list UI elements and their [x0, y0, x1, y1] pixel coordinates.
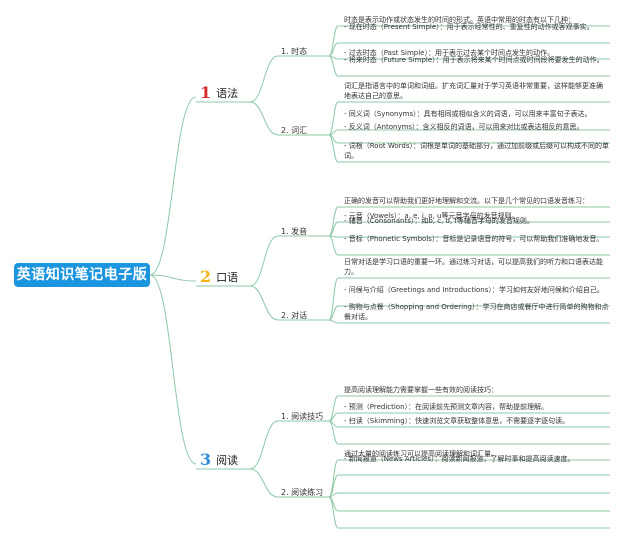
detail-text: - 辅音（Consonants）：如b, c, d, f等辅音字母的发音规则。	[344, 217, 534, 225]
detail-text: - 扫读（Skimming）：快速浏览文章获取整体意思，不需要逐字逐句读。	[344, 417, 570, 425]
branch-label: 口语	[216, 271, 239, 284]
branch-number-icon: 3	[200, 450, 212, 469]
branch-label: 语法	[216, 87, 239, 100]
branch-number-icon: 1	[200, 83, 212, 102]
connector-line	[149, 274, 197, 465]
connector-line	[328, 420, 339, 445]
detail-text: 通过大量的阅读练习可以提高阅读理解和词汇量。	[344, 450, 498, 458]
sub-topic[interactable]: 2. 阅读练习	[281, 488, 324, 497]
connector-line	[328, 496, 339, 529]
detail-text: 日常对话是学习口语的重要一环。通过练习对话，可以提高我们的听力和口语表达能力。	[344, 258, 603, 276]
branch-number-icon: 2	[200, 267, 212, 286]
sub-topic[interactable]: 2. 词汇	[281, 126, 308, 135]
detail-text: 时态是表示动作或状态发生的时间的形式。英语中常用的时态有以下几种：	[344, 16, 575, 24]
detail-text: - 将来时态（Future Simple）：用于表示将来某个时间点或时间段将要发…	[344, 56, 604, 64]
detail-text: - 购物与点餐（Shopping and Ordering）：学习在商店或餐厅中…	[344, 303, 609, 321]
detail-text: - 现在时态（Present Simple）：用于表示经常性的、重复性的动作或客…	[344, 23, 594, 31]
detail-text: - 音标（Phonetic Symbols）：音标是记录语音的符号，可以帮助我们…	[344, 235, 604, 243]
connector-line	[249, 55, 279, 103]
detail-text: 正确的发音可以帮助我们更好地理解和交流。以下是几个常见的口语发音练习：	[344, 197, 589, 205]
sub-topic[interactable]: 1. 发音	[281, 227, 308, 236]
detail-text: 词汇是指语言中的单词和词组。扩充词汇量对于学习英语非常重要，这样能够更准确地表达…	[344, 82, 603, 100]
connector-line	[249, 235, 279, 287]
sub-topic[interactable]: 2. 对话	[281, 311, 308, 320]
connector-line	[249, 420, 279, 470]
detail-text: - 过去时态（Past Simple）：用于表示过去某个时间点发生的动作。	[344, 49, 554, 57]
connector-line	[328, 277, 339, 321]
connector-line	[328, 235, 339, 256]
connector-line	[328, 101, 339, 136]
sub-topic[interactable]: 1. 时态	[281, 47, 308, 56]
detail-text: - 新闻报道（News Articles）：阅读新闻报道，了解时事和提高阅读速度…	[344, 455, 575, 463]
detail-text: 提高阅读理解能力需要掌握一些有效的阅读技巧：	[344, 386, 498, 394]
connector-line	[328, 319, 339, 324]
connector-line	[328, 459, 339, 498]
connector-line	[328, 474, 339, 498]
connector-line	[328, 134, 339, 163]
connector-line	[249, 101, 279, 136]
connector-line	[149, 96, 197, 276]
root-node[interactable]: 英语知识笔记电子版	[14, 263, 150, 287]
detail-text: - 预测（Prediction）：在阅读前先预测文章内容，帮助提前理解。	[344, 403, 549, 411]
sub-topic[interactable]: 1. 阅读技巧	[281, 412, 324, 421]
connector-line	[149, 274, 197, 282]
detail-text: - 词根（Root Words）：词根是单词的基础部分，通过加前缀或后缀可以构成…	[344, 142, 609, 160]
branch-3[interactable]: 3 阅读	[200, 451, 238, 469]
branch-label: 阅读	[216, 454, 239, 467]
connector-line	[328, 206, 339, 237]
branch-2[interactable]: 2 口语	[200, 268, 238, 286]
detail-text: - 问候与介绍（Greetings and Introductions）：学习如…	[344, 286, 604, 294]
detail-text: - 反义词（Antonyms）：含义相反的词语，可以用来对比或表达相反的意思。	[344, 123, 584, 131]
detail-text: - 元音（Vowels）：a, e, i, o, u等元音字母的发音规则。	[344, 212, 519, 220]
connector-line	[249, 285, 279, 321]
branch-1[interactable]: 1 语法	[200, 84, 238, 102]
detail-text: - 同义词（Synonyms）：具有相同或相似含义的词语，可以用来丰富句子表达。	[344, 110, 592, 118]
connector-line	[328, 55, 339, 77]
connector-line	[249, 468, 279, 498]
connector-line	[328, 25, 339, 57]
